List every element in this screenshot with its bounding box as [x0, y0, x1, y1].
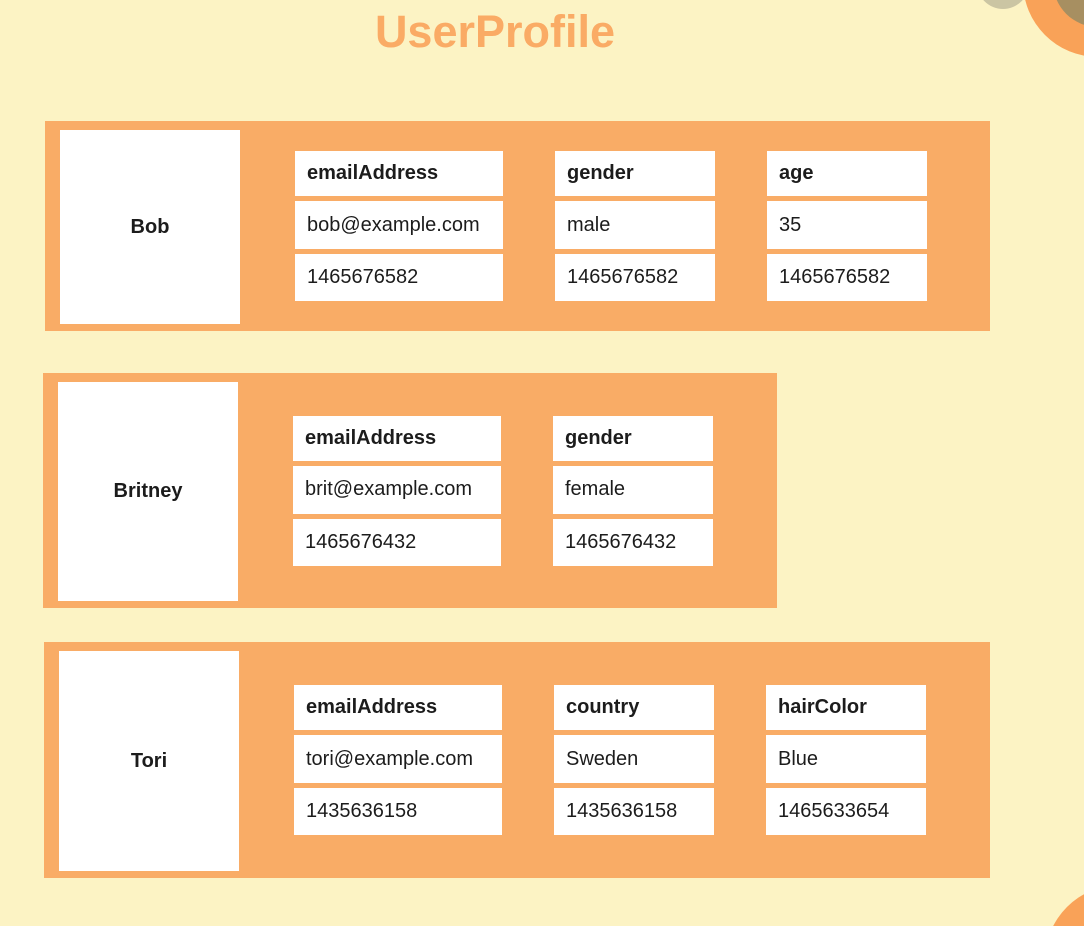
row-britney: Britney emailAddress brit@example.com 14… — [43, 373, 777, 608]
column-emailAddress: emailAddress brit@example.com 1465676432 — [293, 415, 501, 566]
row-columns: emailAddress bob@example.com 1465676582 … — [295, 121, 927, 331]
column-value-cell: tori@example.com — [294, 735, 502, 783]
diagram-title: UserProfile — [374, 6, 616, 57]
row-bob: Bob emailAddress bob@example.com 1465676… — [45, 121, 990, 331]
row-tori: Tori emailAddress tori@example.com 14356… — [44, 642, 990, 878]
column-value-cell: male — [555, 201, 715, 249]
column-name-cell: gender — [553, 415, 713, 461]
column-name-cell: hairColor — [766, 685, 926, 730]
column-value-cell: bob@example.com — [295, 201, 503, 249]
column-country: country Sweden 1435636158 — [554, 685, 714, 835]
column-age: age 35 1465676582 — [767, 151, 927, 301]
column-name-cell: country — [554, 685, 714, 730]
column-timestamp-cell: 1465676432 — [293, 518, 501, 566]
column-value-cell: brit@example.com — [293, 465, 501, 514]
column-value-cell: Blue — [766, 735, 926, 783]
bottom-right-orange-circle-decoration — [1045, 885, 1084, 926]
column-name-cell: emailAddress — [293, 415, 501, 461]
column-timestamp-cell: 1465676582 — [767, 254, 927, 301]
row-key-cell: Britney — [58, 382, 238, 601]
column-hairColor: hairColor Blue 1465633654 — [766, 685, 926, 835]
column-timestamp-cell: 1465633654 — [766, 788, 926, 835]
column-timestamp-cell: 1435636158 — [294, 788, 502, 835]
column-emailAddress: emailAddress bob@example.com 1465676582 — [295, 151, 503, 301]
row-columns: emailAddress tori@example.com 1435636158… — [294, 642, 926, 878]
column-name-cell: emailAddress — [294, 685, 502, 730]
row-columns: emailAddress brit@example.com 1465676432… — [293, 373, 713, 608]
column-name-cell: age — [767, 151, 927, 196]
column-gender: gender female 1465676432 — [553, 415, 713, 566]
column-name-cell: emailAddress — [295, 151, 503, 196]
row-key-cell: Bob — [60, 130, 240, 324]
column-gender: gender male 1465676582 — [555, 151, 715, 301]
row-key-cell: Tori — [59, 651, 239, 871]
column-emailAddress: emailAddress tori@example.com 1435636158 — [294, 685, 502, 835]
column-name-cell: gender — [555, 151, 715, 196]
column-timestamp-cell: 1465676582 — [295, 254, 503, 301]
column-timestamp-cell: 1465676582 — [555, 254, 715, 301]
tan-circle-decoration — [977, 0, 1029, 9]
column-value-cell: 35 — [767, 201, 927, 249]
column-value-cell: female — [553, 465, 713, 514]
column-value-cell: Sweden — [554, 735, 714, 783]
column-timestamp-cell: 1465676432 — [553, 518, 713, 566]
column-timestamp-cell: 1435636158 — [554, 788, 714, 835]
